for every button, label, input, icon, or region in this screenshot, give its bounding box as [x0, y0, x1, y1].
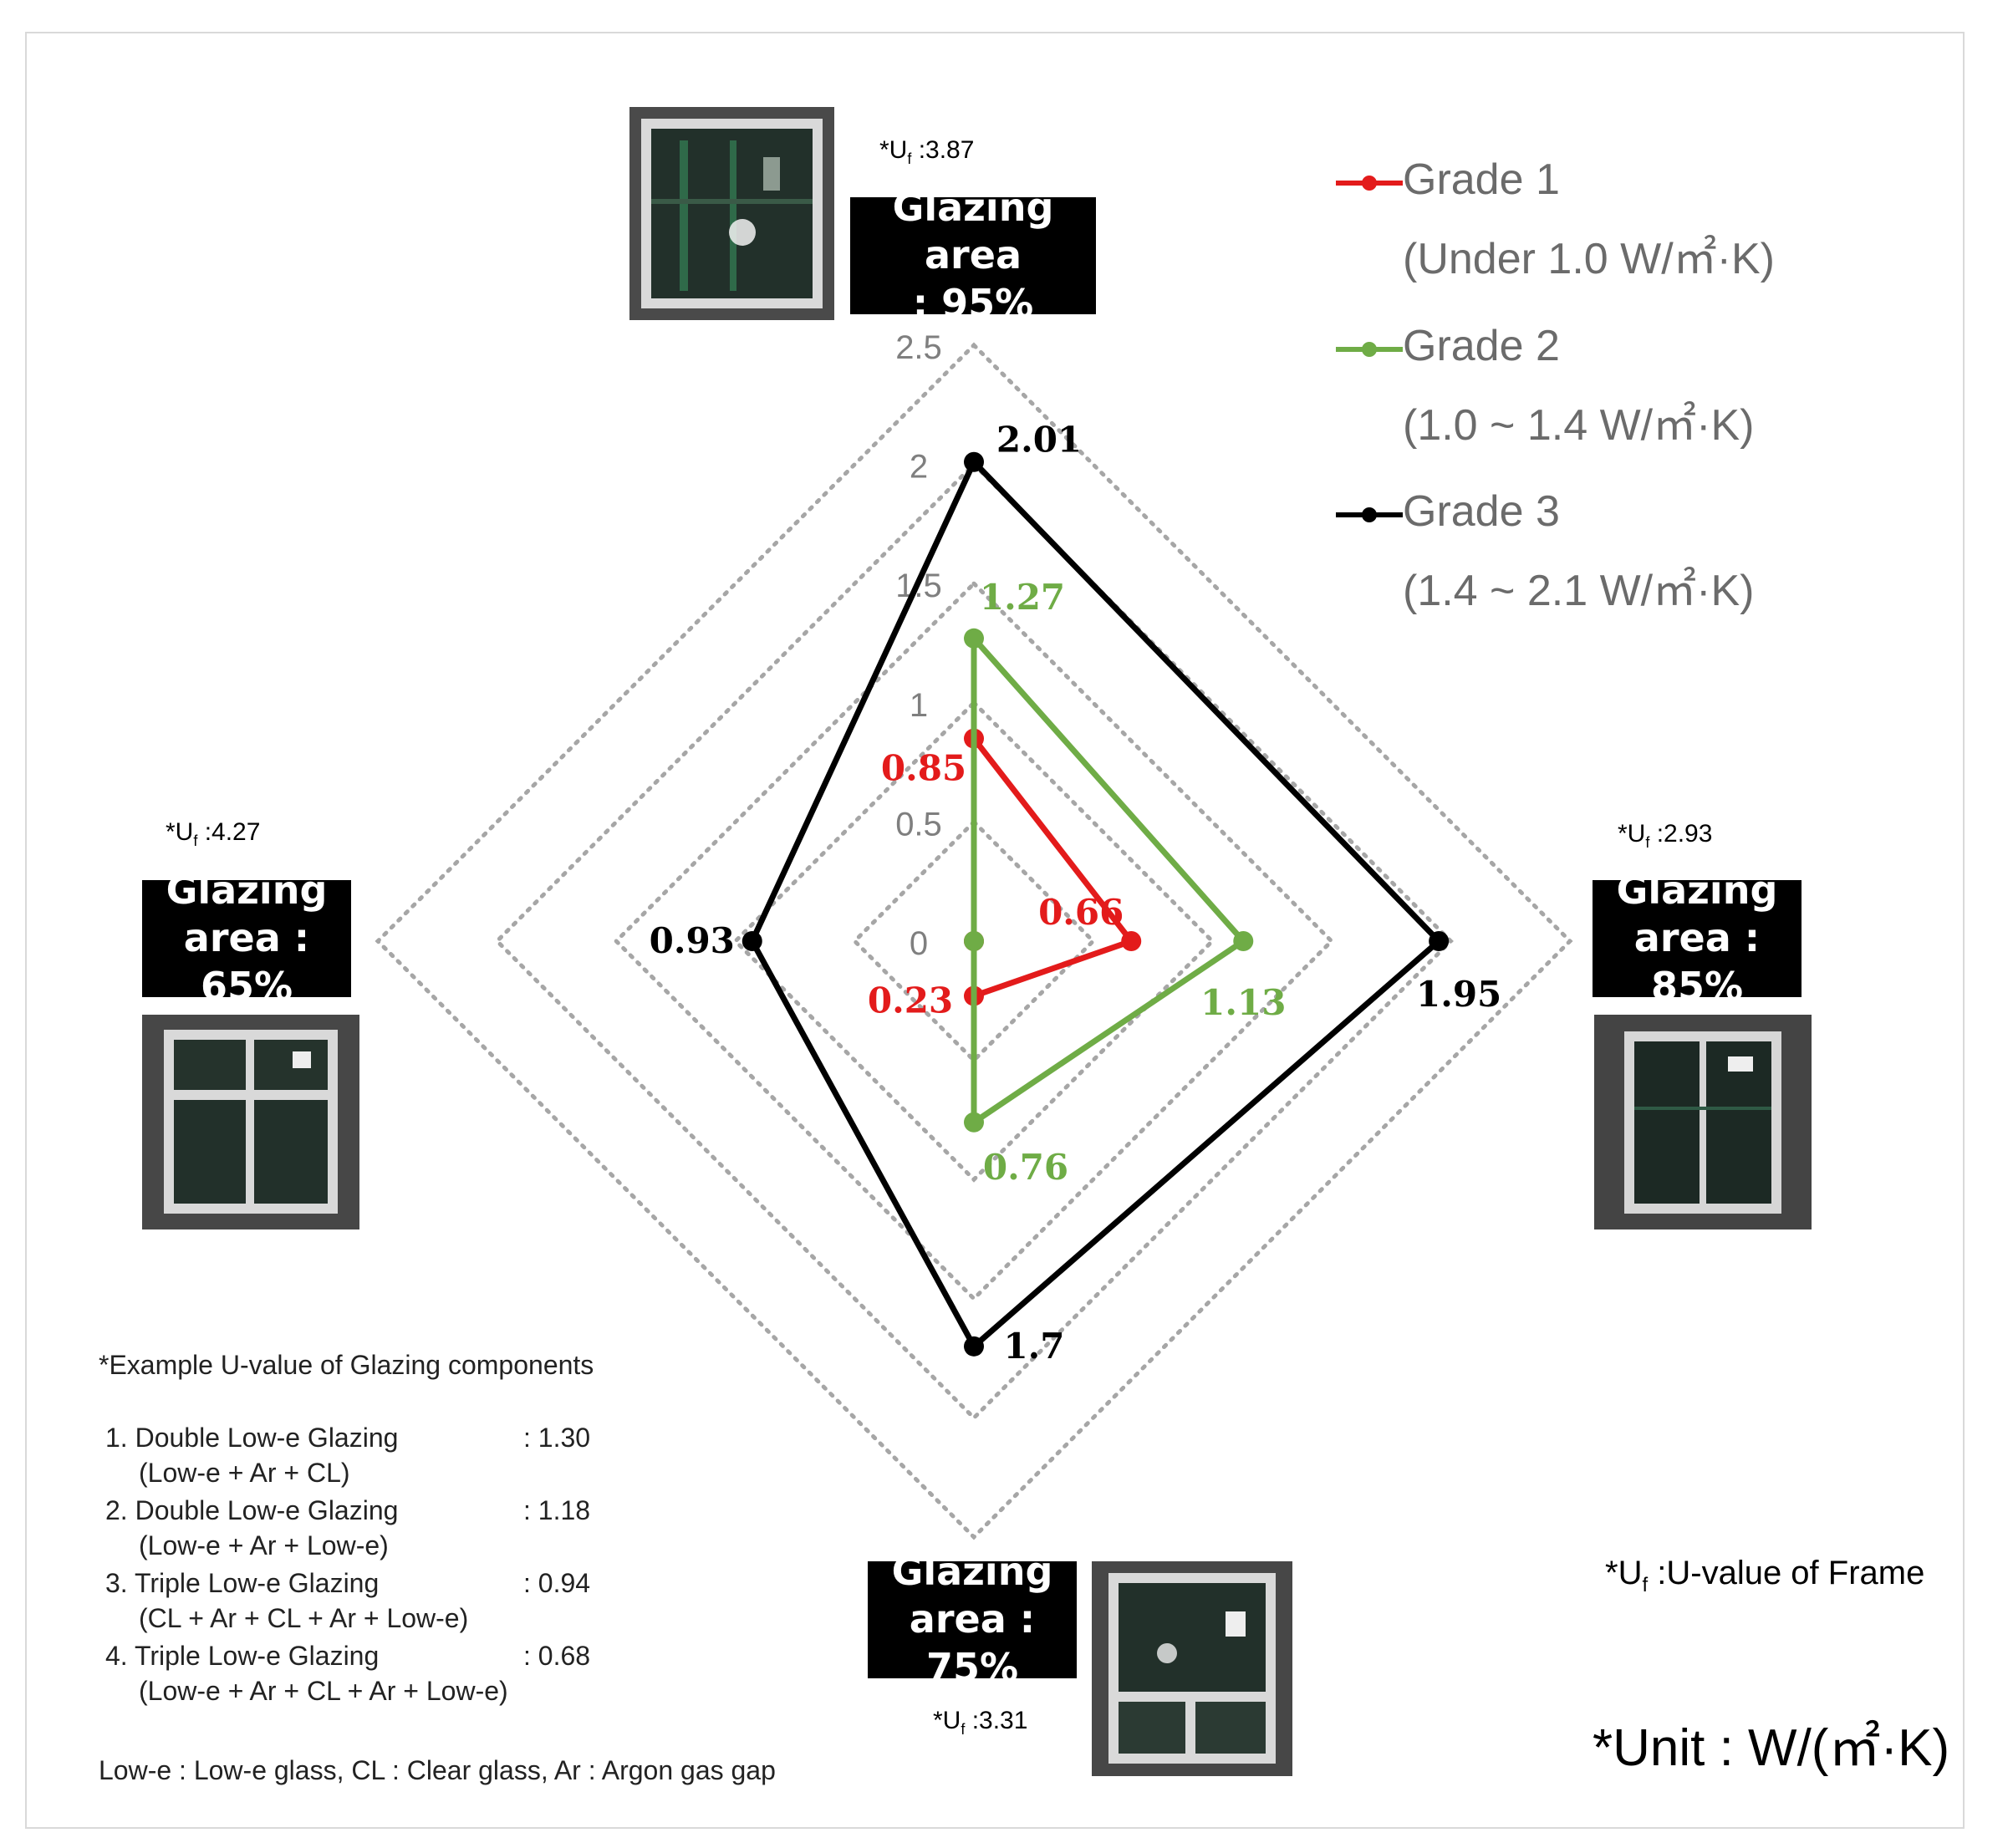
axis-label-bottom: Glazing area : 75% — [868, 1549, 1077, 1690]
data-point-grade-1 — [1121, 931, 1142, 951]
legend-range-grade-3: (1.4 ~ 2.1 W/㎡·K) — [1403, 567, 1755, 615]
uf-prefix: *U — [1618, 820, 1646, 848]
legend-swatch-grade-1 — [1336, 176, 1403, 191]
data-point-grade-3 — [1429, 931, 1450, 951]
axis-label-left-line1: Glazing — [166, 867, 328, 913]
axis-label-bottom-line1: Glazing — [891, 1548, 1053, 1594]
notes-item-4: 4. Triple Low-e Glazing : 0.68 (Low-e + A… — [105, 1641, 591, 1706]
uf-prefix: *U — [166, 818, 194, 846]
data-label-grade-1: 0.66 — [1038, 892, 1124, 933]
axis-label-right-line1: Glazing — [1616, 867, 1778, 913]
axis-label-top: Glazing area : 95% — [850, 185, 1096, 326]
notes-item-2: 2. Double Low-e Glazing : 1.18 (Low-e + A… — [105, 1495, 591, 1560]
unit-label: *Unit : W/(㎡·K) — [1593, 1719, 1950, 1777]
data-point-grade-3 — [741, 931, 762, 951]
uf-label-left: *Uf :4.27 — [166, 818, 260, 850]
axis-label-bottom-line2: area : 75% — [909, 1596, 1036, 1690]
data-point-grade-3 — [964, 1336, 984, 1357]
uf-definition: *Uf :U-value of Frame — [1605, 1555, 1924, 1597]
notes-item-composition: (Low-e + Ar + CL) — [139, 1458, 350, 1488]
legend-range-grade-1: (Under 1.0 W/㎡·K) — [1403, 235, 1775, 283]
tick-label: 1 — [910, 687, 928, 724]
tick-label: 2 — [910, 449, 928, 486]
series-line-grade-1 — [971, 730, 1136, 1000]
legend-name-grade-1: Grade 1 — [1403, 155, 1560, 204]
notes-abbreviations: Low-e : Low-e glass, CL : Clear glass, A… — [99, 1755, 776, 1785]
uf-label-bottom: *Uf :3.31 — [933, 1707, 1027, 1739]
grid-ring-3 — [613, 580, 1335, 1302]
data-label-grade-2: 1.27 — [980, 577, 1065, 618]
tick-label: 0.5 — [895, 806, 942, 843]
grid-ring-1 — [851, 818, 1097, 1064]
legend-range-grade-2: (1.0 ~ 1.4 W/㎡·K) — [1403, 401, 1755, 450]
axis-label-left: Glazing area : 65% — [142, 868, 351, 1009]
series-line-grade-2 — [971, 630, 1248, 1128]
uf-value: :4.27 — [204, 818, 261, 846]
data-point-grade-2 — [964, 1112, 984, 1133]
uf-def-text: :U-value of Frame — [1657, 1555, 1925, 1591]
axis-label-right-line2: area : 85% — [1633, 915, 1761, 1009]
grid-ring-5 — [375, 342, 1573, 1540]
window-photo-75 — [1092, 1561, 1292, 1776]
notes-item-value: : 0.68 — [523, 1641, 591, 1671]
uf-label-right: *Uf :2.93 — [1618, 820, 1712, 852]
notes-item-3: 3. Triple Low-e Glazing : 0.94 (CL + Ar +… — [105, 1568, 591, 1633]
notes-item-composition: (Low-e + Ar + CL + Ar + Low-e) — [139, 1676, 508, 1706]
uf-sub: f — [961, 1721, 966, 1738]
tick-label: 2.5 — [895, 329, 942, 366]
notes-item-name: 3. Triple Low-e Glazing — [105, 1568, 380, 1598]
notes-title: *Example U-value of Glazing components — [99, 1350, 594, 1380]
uf-sub: f — [1645, 834, 1650, 851]
data-point-grade-2 — [964, 628, 984, 649]
legend-name-grade-3: Grade 3 — [1403, 487, 1560, 536]
data-point-grade-3 — [964, 451, 984, 472]
tick-label: 0 — [910, 925, 928, 962]
uf-sub: f — [907, 150, 912, 167]
data-label-grade-3: 1.7 — [1003, 1326, 1064, 1367]
notes-item-name: 2. Double Low-e Glazing — [105, 1495, 399, 1525]
notes-item-value: : 1.30 — [523, 1423, 591, 1453]
uf-label-top: *Uf :3.87 — [879, 136, 974, 168]
window-photo-85 — [1594, 1015, 1812, 1229]
data-label-grade-2: 1.13 — [1200, 982, 1286, 1023]
legend-swatch-grade-3 — [1336, 507, 1403, 522]
data-label-grade-3: 2.01 — [996, 420, 1082, 461]
uf-value: :2.93 — [1656, 820, 1713, 848]
data-point-grade-2 — [1233, 931, 1254, 951]
uf-value: :3.87 — [918, 136, 975, 164]
legend-swatch-grade-2 — [1336, 342, 1403, 357]
uf-prefix: *U — [879, 136, 908, 164]
legend-name-grade-2: Grade 2 — [1403, 322, 1560, 370]
axis-label-top-line1: Glazing area — [892, 184, 1054, 278]
uf-prefix: *U — [933, 1707, 961, 1734]
axis-label-top-line2: : 95% — [912, 280, 1034, 326]
notes-item-value: : 1.18 — [523, 1495, 591, 1525]
uf-def-prefix: *U — [1605, 1555, 1643, 1591]
uf-value: :3.31 — [971, 1707, 1028, 1734]
data-label-grade-1: 0.85 — [881, 748, 966, 789]
uf-sub: f — [193, 832, 198, 849]
notes-item-composition: (CL + Ar + CL + Ar + Low-e) — [139, 1603, 469, 1633]
grid-ring-2 — [732, 700, 1215, 1183]
data-point-grade-2 — [964, 931, 984, 951]
uf-def-sub: f — [1642, 1574, 1649, 1596]
data-label-grade-1: 0.23 — [868, 980, 953, 1021]
grid-ring-4 — [494, 461, 1454, 1421]
notes-item-value: : 0.94 — [523, 1568, 591, 1598]
notes-item-name: 1. Double Low-e Glazing — [105, 1423, 399, 1453]
notes-item-name: 4. Triple Low-e Glazing — [105, 1641, 380, 1671]
axis-label-left-line2: area : 65% — [183, 915, 310, 1009]
notes-item-composition: (Low-e + Ar + Low-e) — [139, 1530, 389, 1560]
window-photo-65 — [142, 1015, 359, 1229]
figure-frame — [25, 32, 1965, 1829]
notes-item-1: 1. Double Low-e Glazing : 1.30 (Low-e + A… — [105, 1423, 591, 1488]
data-label-grade-3: 1.95 — [1416, 974, 1501, 1015]
axis-label-right: Glazing area : 85% — [1593, 868, 1802, 1009]
window-photo-95 — [629, 107, 834, 320]
data-label-grade-2: 0.76 — [983, 1147, 1068, 1188]
data-label-grade-3: 0.93 — [650, 920, 735, 961]
